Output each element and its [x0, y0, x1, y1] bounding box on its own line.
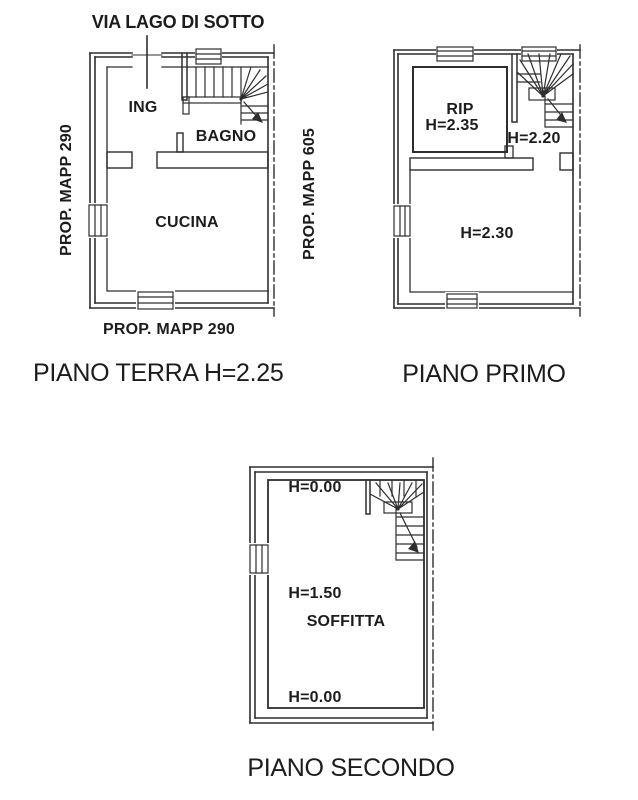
ground-floor-plan [87, 35, 275, 317]
height-label-attic-mid: H=1.50 [288, 585, 342, 602]
second-stair-arrowhead [408, 541, 419, 553]
ground-staircase [181, 52, 269, 125]
second-outer-walls [249, 466, 434, 724]
room-label-storage: RIP [446, 101, 474, 118]
first-window-bottom [445, 292, 479, 312]
height-label-attic-bottom: H=0.00 [288, 689, 342, 706]
first-floor-title: PIANO PRIMO [402, 360, 566, 388]
second-stair-rail [383, 501, 413, 514]
first-mid-wall [409, 157, 534, 171]
ground-partition-walls [106, 132, 269, 169]
first-staircase [511, 53, 574, 128]
neighbor-parcel-right-label: PROP. MAPP 605 [301, 127, 318, 261]
height-label-attic-top: H=0.00 [288, 479, 342, 496]
first-partition-walls [409, 152, 574, 171]
height-label-stair: H=2.20 [507, 130, 561, 147]
room-label-kitchen: CUCINA [155, 214, 219, 231]
height-label-storage: H=2.35 [425, 117, 479, 134]
first-window-top-left [436, 46, 474, 62]
bagno-door-jamb [176, 132, 184, 153]
first-stair-rail [528, 87, 556, 101]
ground-stair-rail [182, 96, 242, 104]
ground-mid-wall-pier [106, 151, 133, 169]
second-staircase [365, 479, 425, 561]
second-window-left [248, 543, 270, 575]
ground-inner-faces [106, 66, 269, 292]
first-window-left [392, 204, 412, 238]
ground-stair-arrowhead [252, 112, 263, 123]
ground-window-bottom [136, 290, 175, 310]
ground-mid-wall [156, 151, 269, 169]
second-floor-title: PIANO SECONDO [247, 754, 455, 782]
room-label-attic: SOFFITTA [306, 613, 386, 630]
second-floor-plan [248, 457, 434, 731]
attic-room-outline [267, 479, 425, 709]
ground-window-top [195, 48, 222, 65]
room-label-bathroom: BAGNO [195, 128, 257, 145]
first-mid-wall-stub [559, 152, 574, 171]
street-label: VIA LAGO DI SOTTO [91, 12, 265, 32]
room-label-entrance: ING [128, 99, 158, 116]
neighbor-parcel-left-label: PROP. MAPP 290 [58, 123, 75, 257]
first-floor-plan [392, 44, 581, 317]
height-label-main-room: H=2.30 [460, 225, 514, 242]
first-stair-arrowhead [556, 112, 567, 123]
ground-window-left [87, 203, 109, 238]
ground-floor-title: PIANO TERRA H=2.25 [33, 359, 284, 387]
neighbor-parcel-bottom-label: PROP. MAPP 290 [102, 321, 236, 338]
